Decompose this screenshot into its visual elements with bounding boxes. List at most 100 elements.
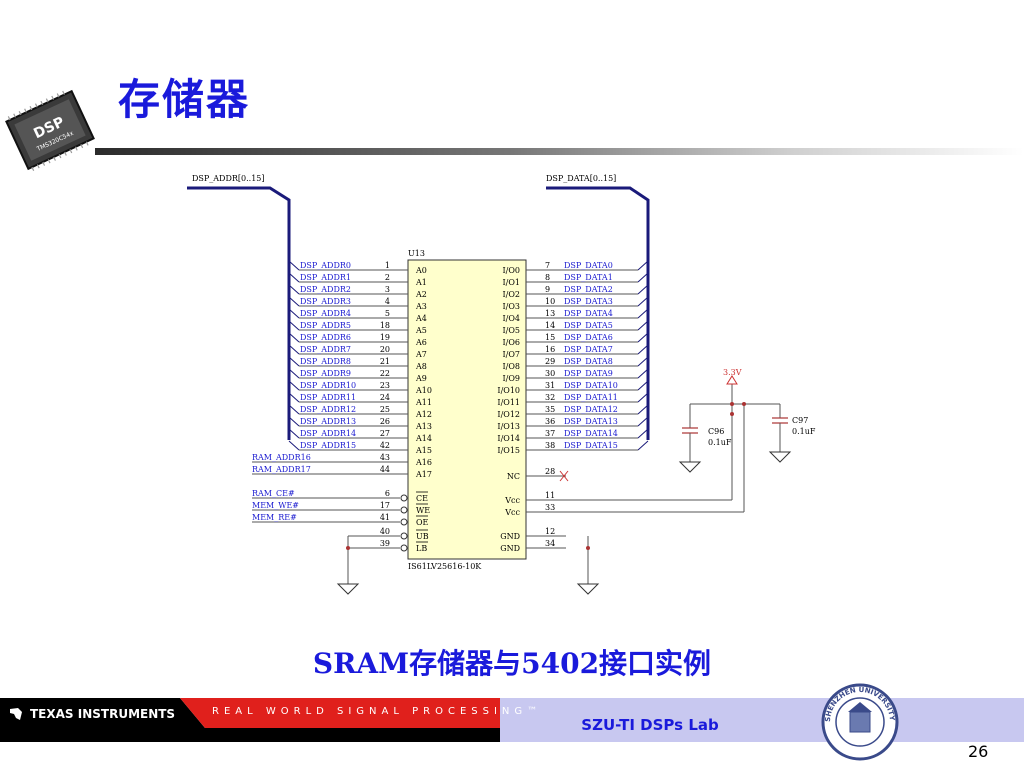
pin-number: 7 bbox=[545, 261, 550, 270]
pin-name: I/O0 bbox=[502, 266, 520, 275]
c96-value: 0.1uF bbox=[708, 438, 732, 447]
net-label: DSP_ADDR15 bbox=[300, 441, 356, 450]
net-label: DSP_ADDR1 bbox=[300, 273, 351, 282]
pin-name: NC bbox=[507, 472, 520, 481]
bus-entry bbox=[288, 308, 300, 319]
power-label: 3.3V bbox=[723, 368, 742, 377]
pin-number: 22 bbox=[380, 369, 390, 378]
bus-entry bbox=[288, 296, 300, 307]
bus-entry bbox=[637, 296, 649, 307]
pin-name: A15 bbox=[415, 446, 432, 455]
pin-number: 37 bbox=[545, 429, 555, 438]
footer-tagline: REAL WORLD SIGNAL PROCESSING™ bbox=[212, 706, 543, 717]
pin-number: 44 bbox=[380, 465, 390, 474]
pin-number: 11 bbox=[545, 491, 555, 500]
net-label: DSP_DATA5 bbox=[564, 321, 613, 330]
pin-number: 43 bbox=[380, 453, 390, 462]
net-label: DSP_ADDR9 bbox=[300, 369, 351, 378]
net-label: DSP_ADDR5 bbox=[300, 321, 351, 330]
pin-name: I/O13 bbox=[497, 422, 520, 431]
net-label: DSP_DATA8 bbox=[564, 357, 613, 366]
net-label: DSP_DATA13 bbox=[564, 417, 618, 426]
pin-name: I/O6 bbox=[502, 338, 520, 347]
bus-entry bbox=[288, 440, 300, 451]
bus-entry bbox=[288, 356, 300, 367]
chip-reference: U13 bbox=[408, 249, 425, 258]
pin-number: 9 bbox=[545, 285, 550, 294]
bus-entry bbox=[637, 272, 649, 283]
pin-number: 8 bbox=[545, 273, 550, 282]
bus-entry bbox=[288, 368, 300, 379]
pin-number: 42 bbox=[380, 441, 390, 450]
ground-symbol-left-icon bbox=[336, 583, 360, 595]
bus-entry bbox=[288, 260, 300, 271]
net-label: DSP_DATA9 bbox=[564, 369, 613, 378]
pin-name: A13 bbox=[415, 422, 432, 431]
bus-entry bbox=[637, 392, 649, 403]
inversion-bubble bbox=[400, 506, 408, 514]
slide-caption: SRAM存储器与5402接口实例 bbox=[312, 647, 712, 680]
pin-number: 18 bbox=[380, 321, 390, 330]
bus-entry bbox=[288, 416, 300, 427]
net-label: DSP_ADDR4 bbox=[300, 309, 351, 318]
net-label: MEM_WE# bbox=[252, 501, 299, 510]
inversion-bubble bbox=[400, 544, 408, 552]
net-label: DSP_ADDR6 bbox=[300, 333, 351, 342]
pin-name: A1 bbox=[415, 278, 427, 287]
net-label: DSP_DATA4 bbox=[564, 309, 613, 318]
bus-entry bbox=[288, 272, 300, 283]
bus-entry bbox=[288, 392, 300, 403]
bus-entry bbox=[288, 284, 300, 295]
pin-name: A7 bbox=[415, 350, 427, 359]
net-label: DSP_DATA12 bbox=[564, 405, 618, 414]
pin-name: I/O7 bbox=[502, 350, 520, 359]
pin-name: A8 bbox=[415, 362, 427, 371]
pin-number: 15 bbox=[545, 333, 555, 342]
pin-name: A4 bbox=[415, 314, 427, 323]
address-bus-label: DSP_ADDR[0..15] bbox=[192, 174, 265, 183]
bus-entry bbox=[637, 440, 649, 451]
pin-number: 17 bbox=[380, 501, 390, 510]
data-bus-label: DSP_DATA[0..15] bbox=[546, 174, 616, 183]
net-label: RAM_ADDR17 bbox=[252, 465, 311, 474]
inversion-bubble bbox=[400, 532, 408, 540]
c96-ref: C96 bbox=[708, 427, 724, 436]
ground-symbol-right-icon bbox=[576, 583, 600, 595]
pin-number: 25 bbox=[380, 405, 390, 414]
pin-number: 13 bbox=[545, 309, 555, 318]
pin-name: I/O3 bbox=[502, 302, 520, 311]
net-label: DSP_DATA6 bbox=[564, 333, 613, 342]
pin-name: A9 bbox=[415, 374, 427, 383]
net-label: DSP_ADDR11 bbox=[300, 393, 356, 402]
pin-number: 26 bbox=[380, 417, 390, 426]
pin-name: I/O12 bbox=[497, 410, 520, 419]
bus-entry bbox=[637, 404, 649, 415]
pin-number: 29 bbox=[545, 357, 555, 366]
pin-name: A3 bbox=[415, 302, 427, 311]
pin-name: I/O10 bbox=[497, 386, 520, 395]
pin-name: A14 bbox=[415, 434, 432, 443]
net-label: DSP_DATA15 bbox=[564, 441, 618, 450]
pin-number: 33 bbox=[545, 503, 555, 512]
inversion-bubble bbox=[400, 494, 408, 502]
ground-symbol-c96-icon bbox=[678, 461, 702, 473]
pin-name: I/O11 bbox=[497, 398, 520, 407]
bus-entry bbox=[637, 428, 649, 439]
pin-name: I/O8 bbox=[502, 362, 520, 371]
university-seal-icon: SHENZHEN UNIVERSITY 1983 bbox=[820, 682, 899, 761]
pin-number: 36 bbox=[545, 417, 555, 426]
bus-entry bbox=[288, 344, 300, 355]
pin-name: A0 bbox=[415, 266, 427, 275]
pin-number: 2 bbox=[385, 273, 390, 282]
pin-number: 21 bbox=[380, 357, 390, 366]
pin-name: Vcc bbox=[504, 496, 520, 505]
inversion-bubble bbox=[400, 518, 408, 526]
pin-number: 14 bbox=[545, 321, 555, 330]
bus-entry bbox=[637, 368, 649, 379]
pin-number: 41 bbox=[380, 513, 390, 522]
pin-number: 31 bbox=[545, 381, 555, 390]
net-label: DSP_ADDR14 bbox=[300, 429, 356, 438]
pin-number: 23 bbox=[380, 381, 390, 390]
bus-entry bbox=[288, 404, 300, 415]
